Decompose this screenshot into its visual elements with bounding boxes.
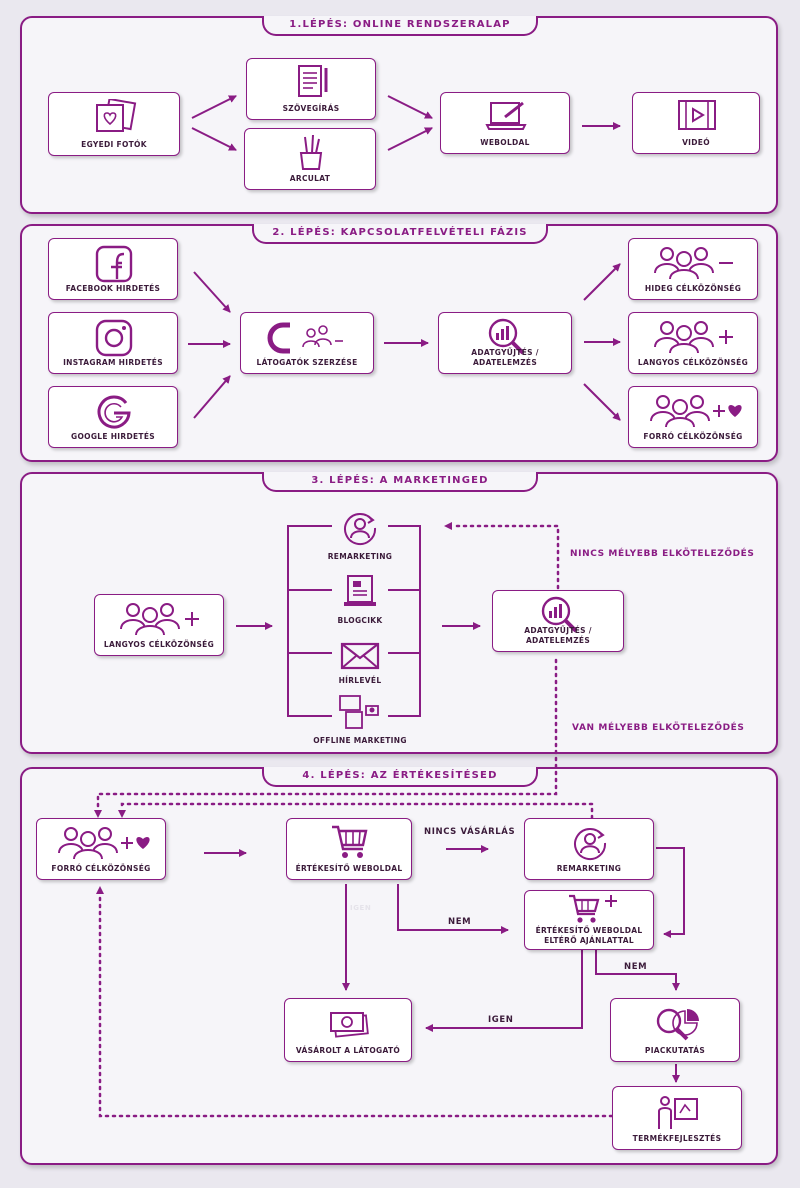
node-warm-audience-2-label: LANGYOS CÉLKÖZÖNSÉG	[103, 640, 215, 649]
node-facebook-ads: FACEBOOK HIRDETÉS	[48, 238, 178, 300]
node-sales-website-label: ÉRTÉKESÍTŐ WEBOLDAL	[295, 864, 403, 873]
node-facebook-ads-label: FACEBOOK HIRDETÉS	[65, 284, 161, 293]
group-plus-icon	[120, 603, 199, 636]
node-custom-photos-label: EGYEDI FOTÓK	[81, 140, 147, 149]
no-label-2: NEM	[624, 962, 648, 972]
magnifier-pie-icon	[656, 1008, 699, 1041]
node-newsletter-label: HÍRLEVÉL	[338, 676, 382, 685]
step4-title: 4. LÉPÉS: AZ ÉRTÉKESÍTÉSED	[262, 767, 538, 787]
group-minus-icon	[654, 247, 733, 280]
person-cycle-icon	[344, 513, 377, 546]
instagram-icon	[95, 319, 133, 357]
node-sales-website: ÉRTÉKESÍTŐ WEBOLDAL	[286, 818, 412, 880]
film-icon	[678, 100, 716, 130]
node-alt-offer-label-line1: ÉRTÉKESÍTŐ WEBOLDAL	[535, 926, 643, 935]
group-plus-heart-icon	[650, 395, 742, 428]
node-branding-label: ARCULAT	[289, 174, 331, 183]
node-offline-marketing: OFFLINE MARKETING	[305, 694, 415, 745]
node-visitor-acquisition-label: LÁTOGATÓK SZERZÉSE	[256, 358, 358, 367]
node-market-research: PIACKUTATÁS	[610, 998, 740, 1062]
yes-label: IGEN	[488, 1015, 514, 1025]
node-remarketing-2: REMARKETING	[524, 818, 654, 880]
node-warm-audience-2: LANGYOS CÉLKÖZÖNSÉG	[94, 594, 224, 656]
node-instagram-ads: INSTAGRAM HIRDETÉS	[48, 312, 178, 374]
node-website: WEBOLDAL	[440, 92, 570, 154]
node-warm-audience-1: LANGYOS CÉLKÖZÖNSÉG	[628, 312, 758, 374]
node-instagram-ads-label: INSTAGRAM HIRDETÉS	[63, 358, 163, 367]
pencil-cup-icon	[299, 134, 323, 170]
google-icon	[97, 395, 131, 429]
envelope-icon	[340, 642, 380, 670]
node-data-analysis-2: ADATGYŰJTÉS / ADATELEMZÉS	[492, 590, 624, 652]
magnifier-chart-icon	[541, 596, 578, 633]
node-market-research-label: PIACKUTATÁS	[644, 1046, 706, 1055]
step1-title: 1.LÉPÉS: ONLINE RENDSZERALAP	[262, 16, 538, 36]
group-plus-icon	[654, 321, 733, 354]
node-alt-offer-label-line2: ELTÉRŐ AJÁNLATTAL	[544, 936, 634, 945]
node-visitor-acquisition: LÁTOGATÓK SZERZÉSE	[240, 312, 374, 374]
money-icon	[330, 1012, 369, 1038]
node-data-analysis-1-label: ADATGYŰJTÉS / ADATELEMZÉS	[471, 348, 539, 367]
node-remarketing-1: REMARKETING	[305, 510, 415, 561]
node-google-ads-label: GOOGLE HIRDETÉS	[71, 432, 155, 441]
person-cycle-icon	[574, 828, 607, 861]
yes-label-faint: IGEN	[350, 904, 372, 912]
node-google-ads: GOOGLE HIRDETÉS	[48, 386, 178, 448]
photos-icon	[96, 99, 137, 132]
shopping-cart-icon	[332, 825, 368, 858]
facebook-icon	[95, 245, 133, 283]
node-branding: ARCULAT	[244, 128, 376, 190]
node-custom-photos: EGYEDI FOTÓK	[48, 92, 180, 156]
magnet-people-icon	[267, 322, 343, 354]
document-pen-icon	[298, 65, 328, 97]
node-data-analysis-2-label: ADATGYŰJTÉS / ADATELEMZÉS	[524, 626, 592, 645]
step3-title: 3. LÉPÉS: A MARKETINGED	[262, 472, 538, 492]
node-purchased-label: VÁSÁROLT A LÁTOGATÓ	[295, 1046, 401, 1055]
group-plus-heart-icon	[58, 827, 150, 860]
node-data-analysis-1: ADATGYŰJTÉS / ADATELEMZÉS	[438, 312, 572, 374]
no-purchase-label: NINCS VÁSÁRLÁS	[424, 827, 516, 837]
node-hot-audience-2-label: FORRÓ CÉLKÖZÖNSÉG	[51, 864, 151, 873]
node-copywriting: SZÖVEGÍRÁS	[246, 58, 376, 120]
node-remarketing-2-label: REMARKETING	[556, 864, 622, 873]
node-video-label: VIDEÓ	[682, 138, 710, 147]
node-remarketing-1-label: REMARKETING	[327, 552, 393, 561]
node-website-label: WEBOLDAL	[480, 138, 530, 147]
node-copywriting-label: SZÖVEGÍRÁS	[282, 104, 340, 113]
no-commitment-label: NINCS MÉLYEBB ELKÖTELEZŐDÉS	[570, 549, 755, 559]
node-hot-audience-1-label: FORRÓ CÉLKÖZÖNSÉG	[643, 432, 743, 441]
node-blog: BLOGCIKK	[305, 574, 415, 625]
node-newsletter: HÍRLEVÉL	[305, 638, 415, 685]
node-product-development-label: TERMÉKFEJLESZTÉS	[632, 1134, 722, 1143]
presenter-board-icon	[658, 1096, 698, 1129]
magnifier-chart-icon	[488, 318, 525, 355]
node-purchased: VÁSÁROLT A LÁTOGATÓ	[284, 998, 412, 1062]
node-product-development: TERMÉKFEJLESZTÉS	[612, 1086, 742, 1150]
node-alt-offer-label: ÉRTÉKESÍTŐ WEBOLDAL ELTÉRŐ AJÁNLATTAL	[525, 926, 653, 946]
step2-title: 2. LÉPÉS: KAPCSOLATFELVÉTELI FÁZIS	[252, 224, 548, 244]
no-label-1: NEM	[448, 917, 472, 927]
node-alt-offer: ÉRTÉKESÍTŐ WEBOLDAL ELTÉRŐ AJÁNLATTAL	[524, 890, 654, 950]
blog-document-icon	[344, 575, 376, 606]
node-cold-audience: HIDEG CÉLKÖZÖNSÉG	[628, 238, 758, 300]
commitment-label: VAN MÉLYEBB ELKÖTELEZŐDÉS	[572, 723, 745, 733]
node-video: VIDEÓ	[632, 92, 760, 154]
laptop-brush-icon	[485, 101, 527, 130]
node-offline-marketing-label: OFFLINE MARKETING	[313, 736, 407, 745]
node-hot-audience-1: FORRÓ CÉLKÖZÖNSÉG	[628, 386, 758, 448]
node-hot-audience-2: FORRÓ CÉLKÖZÖNSÉG	[36, 818, 166, 880]
node-cold-audience-label: HIDEG CÉLKÖZÖNSÉG	[644, 284, 742, 293]
cart-plus-icon	[569, 894, 617, 923]
offline-media-icon	[339, 695, 379, 729]
node-warm-audience-1-label: LANGYOS CÉLKÖZÖNSÉG	[637, 358, 749, 367]
node-blog-label: BLOGCIKK	[337, 616, 383, 625]
